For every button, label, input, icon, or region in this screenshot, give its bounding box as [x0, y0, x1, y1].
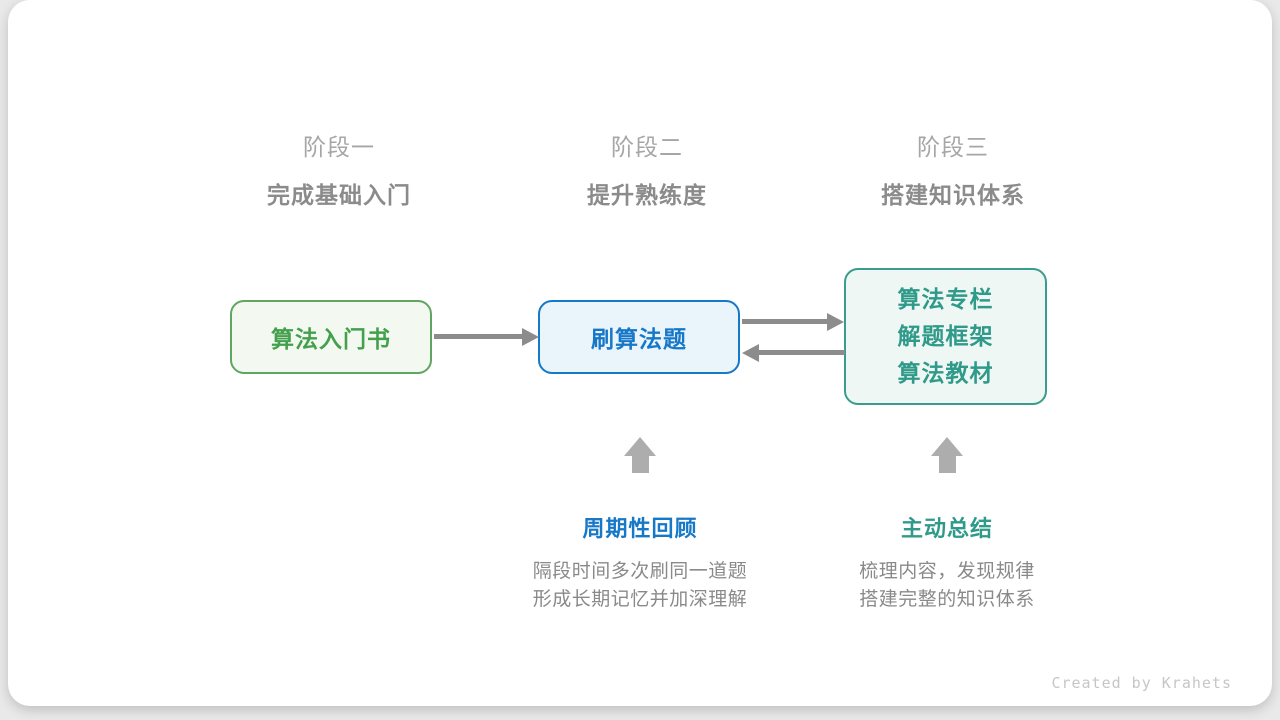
arrow-resources-to-practice-head-icon [742, 344, 759, 362]
annotation-summary-title: 主动总结 [900, 516, 993, 541]
node-intro-book-label: 算法入门书 [271, 326, 391, 352]
stage1-subtitle: 完成基础入门 [267, 182, 411, 208]
annotation-review-desc-line1: 隔段时间多次刷同一道题 [532, 561, 748, 582]
stage1-title: 阶段一 [303, 134, 375, 160]
arrow-book-to-practice-head-icon [522, 328, 539, 346]
node-practice: 刷算法题 [538, 300, 740, 374]
node-resources-line2: 解题框架 [897, 323, 994, 349]
arrow-practice-to-resources-head-icon [827, 313, 844, 331]
arrow-book-to-practice-line [434, 334, 523, 339]
node-intro-book: 算法入门书 [230, 300, 432, 374]
annotation-review-desc: 隔段时间多次刷同一道题 形成长期记忆并加深理解 [480, 558, 800, 613]
arrow-practice-to-resources-line [742, 319, 828, 324]
up-arrow-review-icon [622, 437, 658, 473]
annotation-review-desc-line2: 形成长期记忆并加深理解 [532, 588, 748, 610]
diagram-card: 阶段一 完成基础入门 阶段二 提升熟练度 阶段三 搭建知识体系 算法入门书 刷算… [8, 0, 1272, 706]
node-practice-label: 刷算法题 [591, 326, 687, 352]
node-resources-line1: 算法专栏 [897, 286, 994, 312]
node-resources-line3: 算法教材 [897, 360, 994, 386]
stage3-title: 阶段三 [917, 134, 989, 160]
annotation-summary-desc: 梳理内容，发现规律 搭建完整的知识体系 [787, 558, 1107, 613]
stage2-title: 阶段二 [611, 134, 683, 160]
annotation-summary-desc-line2: 搭建完整的知识体系 [859, 588, 1035, 610]
arrow-resources-to-practice-line [758, 350, 845, 355]
stage3-subtitle: 搭建知识体系 [881, 182, 1025, 208]
credit-text: Created by Krahets [1051, 674, 1232, 692]
stage2-subtitle: 提升熟练度 [587, 182, 707, 208]
up-arrow-summary-icon [929, 437, 965, 473]
annotation-review-title: 周期性回顾 [582, 516, 698, 541]
annotation-summary-desc-line1: 梳理内容，发现规律 [859, 561, 1035, 582]
node-resources: 算法专栏 解题框架 算法教材 [844, 268, 1047, 405]
